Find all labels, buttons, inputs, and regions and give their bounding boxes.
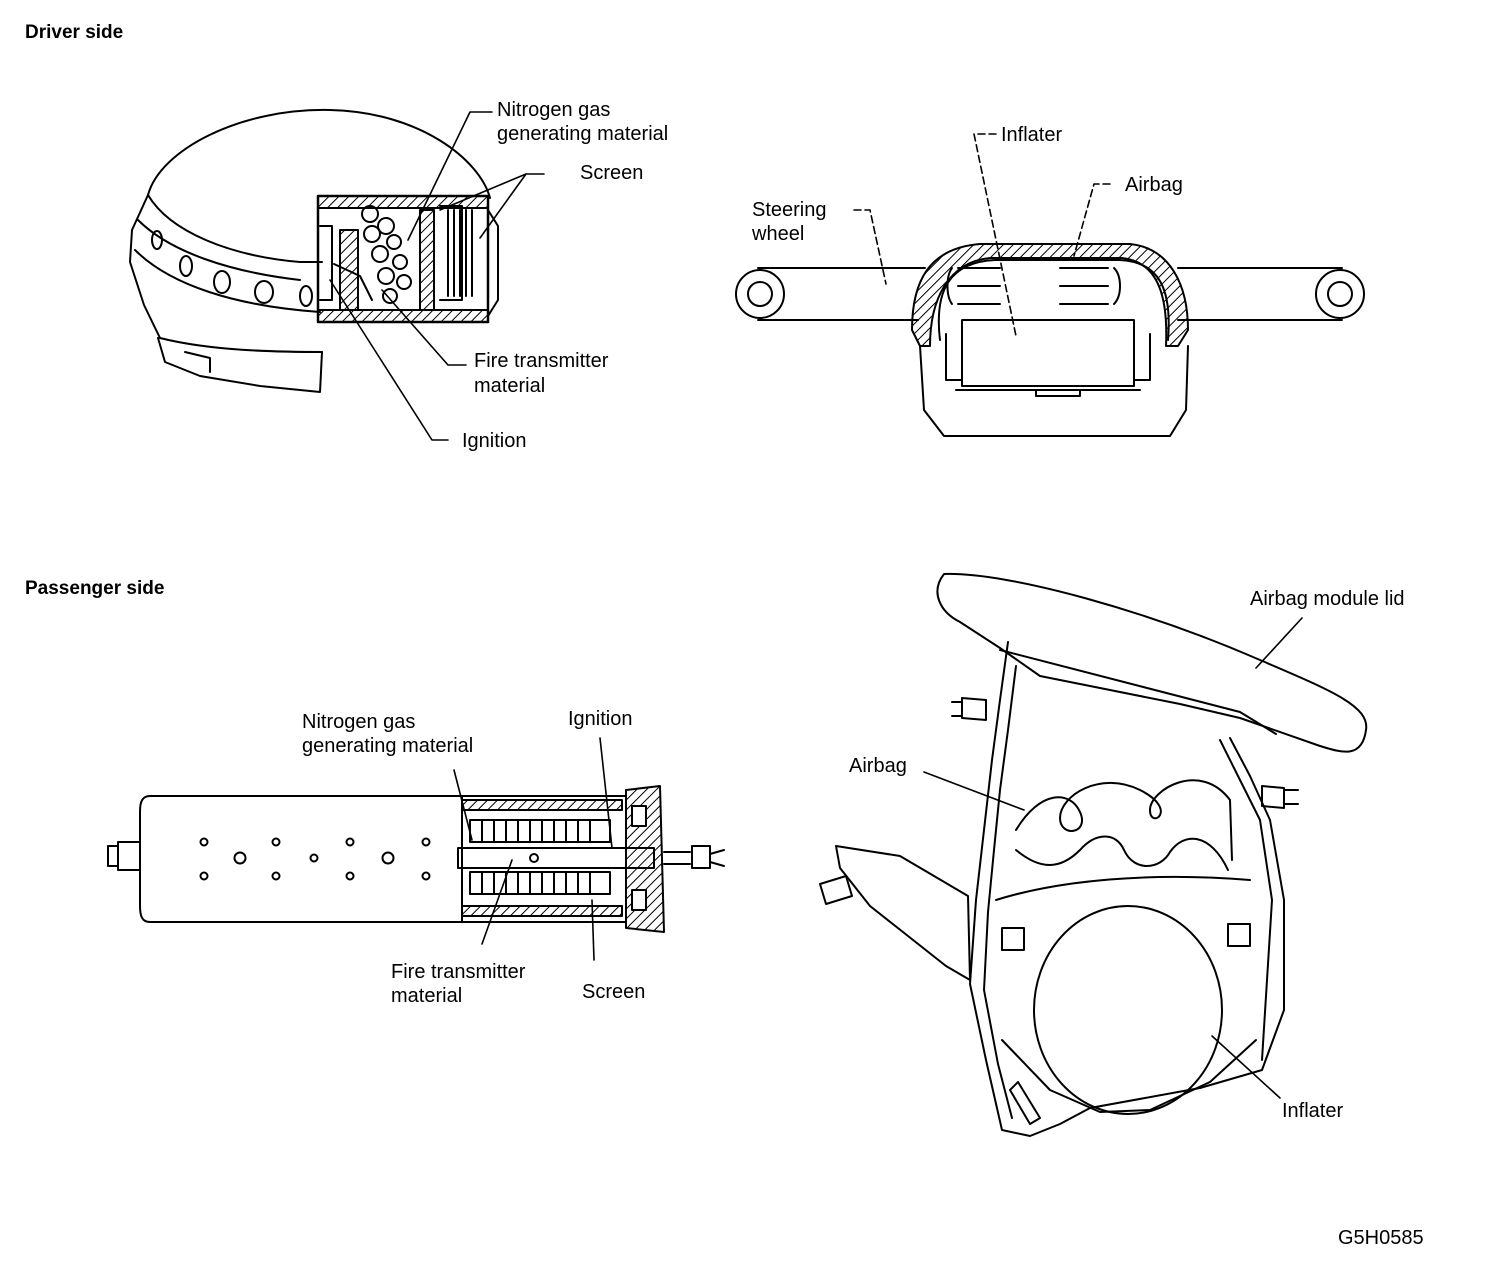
passenger-fire-label-line2: material xyxy=(391,985,463,1007)
passenger-inflator-leaders xyxy=(453,737,613,961)
driver-fire-label-line1: Fire transmitter xyxy=(474,350,609,372)
passenger-lid-label: Airbag module lid xyxy=(1250,588,1405,610)
driver-airbag-label: Airbag xyxy=(1125,174,1183,196)
passenger-inflator-drawing xyxy=(107,785,725,933)
passenger-inflater-label: Inflater xyxy=(1282,1100,1344,1122)
passenger-nitrogen-label-line2: generating material xyxy=(302,735,474,757)
driver-ignition-label: Ignition xyxy=(462,430,527,452)
passenger-screen-label: Screen xyxy=(582,981,646,1003)
driver-inflator-leaders xyxy=(329,111,545,441)
passenger-nitrogen-label-line1: Nitrogen gas xyxy=(302,711,416,733)
passenger-side-title: Passenger side xyxy=(25,578,165,599)
driver-steering-label-line1: Steering xyxy=(752,199,827,221)
passenger-airbag-label: Airbag xyxy=(849,755,907,777)
driver-inflater-label: Inflater xyxy=(1001,124,1063,146)
driver-side-title: Driver side xyxy=(25,22,124,43)
passenger-module-drawing xyxy=(819,572,1368,1137)
driver-module-drawing xyxy=(735,243,1365,437)
driver-screen-label: Screen xyxy=(580,162,644,184)
passenger-ignition-label: Ignition xyxy=(568,708,633,730)
driver-nitrogen-label-line1: Nitrogen gas xyxy=(497,99,611,121)
driver-fire-label-line2: material xyxy=(474,375,546,397)
driver-steering-label-line2: wheel xyxy=(752,223,805,245)
passenger-module-leaders xyxy=(923,617,1303,1099)
driver-nitrogen-label-line2: generating material xyxy=(497,123,669,145)
figure-code: G5H0585 xyxy=(1338,1227,1424,1249)
driver-inflator-drawing xyxy=(129,108,499,393)
driver-module-leaders xyxy=(853,133,1111,337)
passenger-fire-label-line1: Fire transmitter xyxy=(391,961,526,983)
